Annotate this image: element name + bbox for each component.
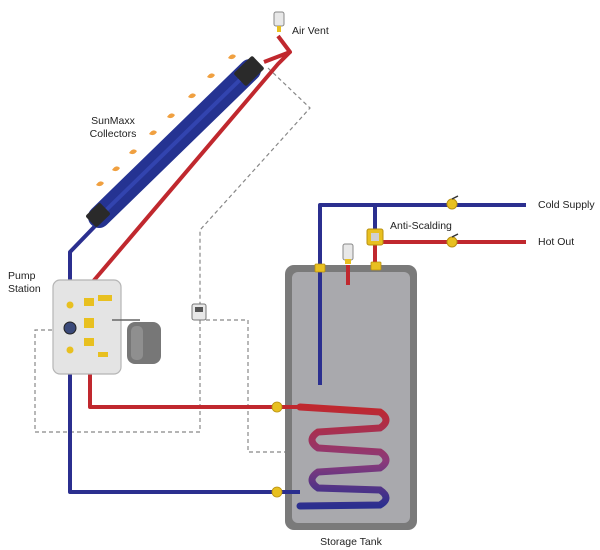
sensor-wiring — [34, 67, 311, 453]
hot-out-label: Hot Out — [538, 236, 575, 248]
expansion-tank-icon — [127, 322, 161, 364]
heat-exchanger-coil — [296, 403, 390, 510]
sun-ray-icons — [96, 54, 236, 187]
collectors-label-line-2: Collectors — [89, 128, 137, 140]
pump-station-label-line-1: Pump — [8, 270, 36, 282]
collector-bottom-header — [86, 203, 110, 227]
sun-ray-icon — [228, 54, 236, 60]
storage-tank-label: Storage Tank — [320, 536, 382, 548]
collector-top-header — [234, 56, 264, 86]
collectors-label-line-1: SunMaxx — [91, 115, 135, 127]
pump-icon — [63, 321, 77, 335]
collectors-label: SunMaxx Collectors — [78, 115, 148, 141]
ball-valve-icon — [446, 233, 459, 248]
sun-ray-icon — [149, 130, 157, 136]
ball-valve-icon — [446, 195, 459, 210]
sun-ray-icon — [207, 73, 215, 79]
sun-ray-icon — [96, 181, 104, 187]
cold-supply-label: Cold Supply — [538, 199, 595, 211]
air-vent-icon — [273, 11, 285, 32]
sun-ray-icon — [188, 93, 196, 99]
sun-ray-icon — [167, 113, 175, 119]
tank-air-vent-icon — [342, 243, 354, 264]
pump-station-label-line-2: Station — [8, 283, 41, 295]
sun-ray-icon — [129, 149, 137, 155]
air-vent-label: Air Vent — [292, 25, 329, 37]
pump-station — [52, 279, 140, 375]
anti-scalding-label: Anti-Scalding — [390, 220, 452, 232]
mixing-valve-icon — [366, 228, 384, 246]
pump-station-label: Pump Station — [8, 270, 41, 296]
tank-fittings — [271, 261, 382, 498]
controller-icon — [191, 303, 207, 321]
solar-collector — [86, 56, 264, 228]
sun-ray-icon — [112, 166, 120, 172]
